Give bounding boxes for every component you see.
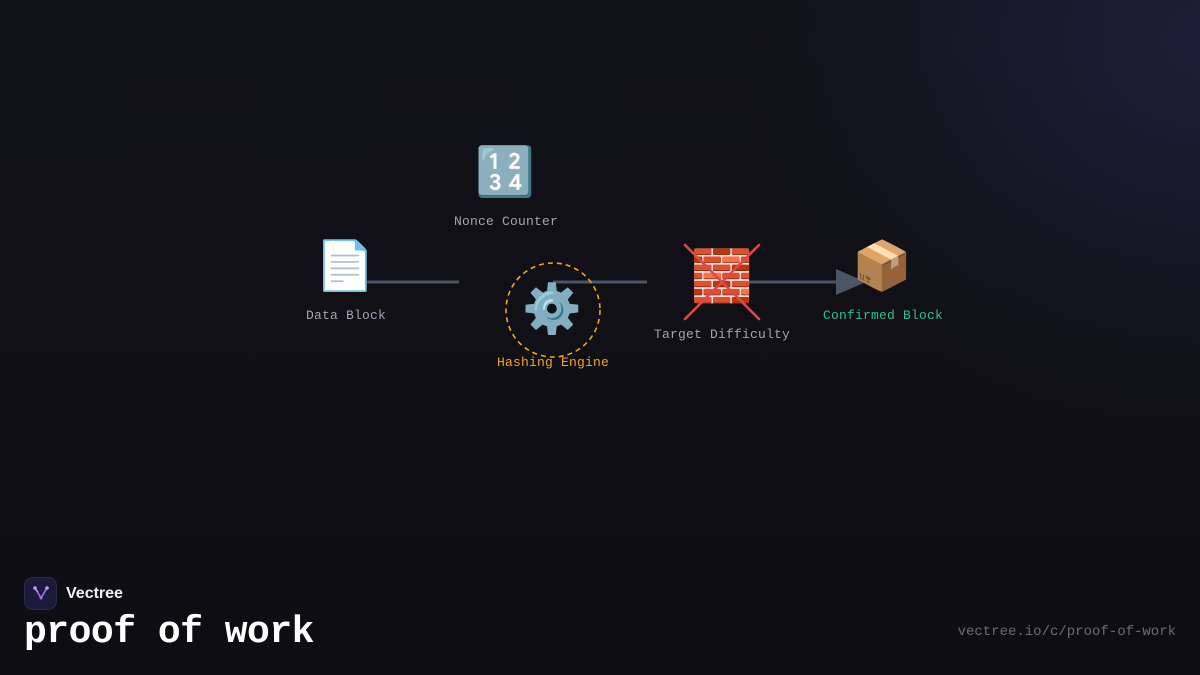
brand-name: Vectree	[66, 584, 123, 602]
brand[interactable]: Vectree	[24, 577, 123, 610]
package-icon: 📦	[852, 238, 912, 294]
brick-wall-icon: 🧱	[690, 247, 754, 305]
hashing-engine-ring	[505, 262, 601, 358]
page-url[interactable]: vectree.io/c/proof-of-work	[957, 624, 1176, 640]
nonce-counter-label: Nonce Counter	[453, 214, 559, 229]
hashing-engine-label: Hashing Engine	[496, 355, 610, 370]
vectree-logo	[24, 577, 57, 610]
arrowhead-to-block	[836, 269, 866, 295]
page-title: proof of work	[24, 611, 314, 654]
page-document-icon: 📄	[315, 238, 375, 294]
target-difficulty-label: Target Difficulty	[653, 327, 791, 342]
numbers-icon: 🔢	[475, 144, 535, 200]
vectree-logo-mark	[32, 585, 49, 599]
confirmed-block-label: Confirmed Block	[822, 308, 944, 323]
data-block-label: Data Block	[305, 308, 387, 323]
difficulty-cross-icon	[683, 243, 761, 321]
gear-icon: ⚙️	[522, 281, 582, 337]
